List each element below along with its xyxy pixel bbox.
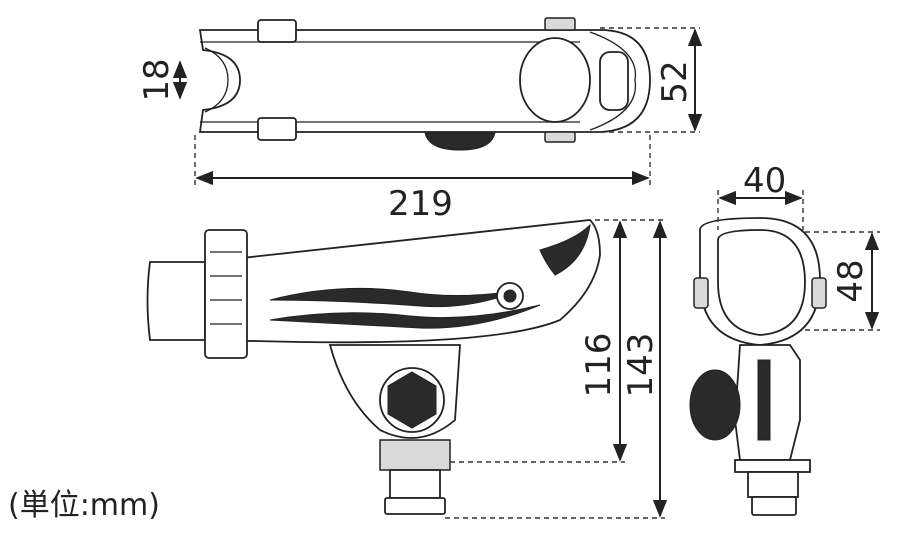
- side-view-dimensions: [445, 219, 668, 519]
- top-view-dimensions: [172, 27, 703, 186]
- dim-mid-height: 116: [579, 333, 619, 398]
- dim-top-length: 219: [388, 184, 453, 224]
- dim-slot-width: 18: [137, 58, 177, 101]
- front-view: [689, 217, 827, 516]
- dim-total-height: 143: [621, 333, 661, 398]
- front-view-dimensions: [717, 190, 880, 331]
- dim-ring-height: 48: [831, 259, 871, 302]
- side-view: [146, 219, 601, 515]
- unit-label: (単位:mm): [8, 488, 160, 523]
- dim-top-width: 52: [655, 60, 695, 103]
- dim-ring-width: 40: [743, 161, 786, 201]
- top-view: [198, 17, 651, 151]
